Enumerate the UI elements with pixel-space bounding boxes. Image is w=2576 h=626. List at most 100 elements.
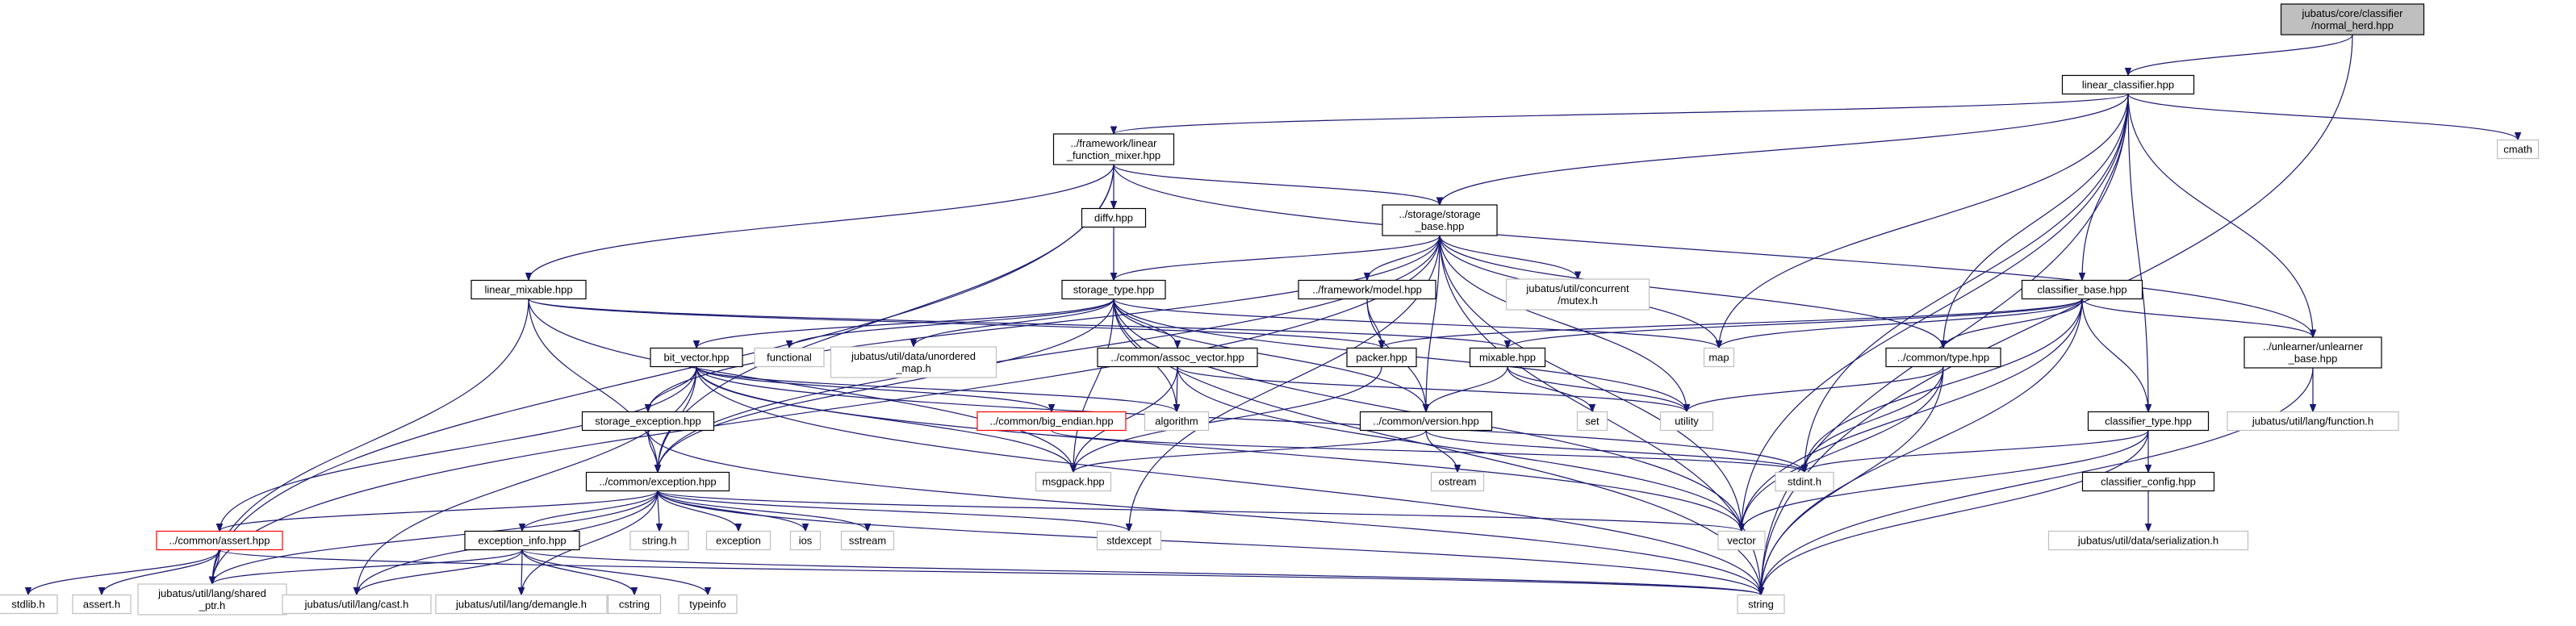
node-common-type[interactable]: ../common/type.hpp [1885,347,2001,368]
node-label: ../common/type.hpp [1897,352,1989,364]
node-stdlib: stdlib.h [0,594,58,615]
node-label: vector [1727,535,1756,547]
node-label: linear_classifier.hpp [2082,79,2174,91]
arrowhead [1436,197,1444,207]
node-box [2244,336,2382,369]
arrowhead [1683,404,1691,413]
edge-storage-base-to-shared-ptr [208,235,1441,586]
node-root[interactable]: jubatus/core/classifier/normal_herd.hpp [2280,3,2425,35]
node-box [1359,411,1493,432]
node-label: ios [799,535,813,547]
node-classifier-type[interactable]: classifier_type.hpp [2087,411,2210,432]
node-bit-vector[interactable]: bit_vector.hpp [650,347,743,368]
node-box [2021,279,2143,300]
edge-line [2127,34,2353,76]
node-common-exception[interactable]: ../common/exception.hpp [585,471,730,492]
edge-storage-base-to-storage-type [1110,235,1441,282]
edge-line [1507,366,1687,412]
edge-mixable-to-utility [1507,366,1691,413]
edge-line [696,366,1805,473]
edge-line [1760,367,2314,595]
node-linear-function-mixer[interactable]: ../framework/linear_function_mixer.hpp [1052,133,1175,165]
edge-storage-exception-to-common-exception [647,430,662,474]
node-exception-info[interactable]: exception_info.hpp [464,530,580,551]
node-label: string [1748,599,1774,611]
edge-line [1113,164,1441,206]
arrowhead [1800,465,1809,474]
node-label: jubatus/util/data/serialization.h [2077,535,2218,547]
node-label: storage_exception.hpp [595,415,701,428]
edge-classifier-base-to-mixable [1503,298,2083,349]
edge-line [528,298,1074,473]
edge-line [1804,430,2149,473]
node-linear-classifier[interactable]: linear_classifier.hpp [2061,74,2195,95]
node-box [1576,411,1608,432]
node-label: classifier_type.hpp [2105,415,2192,428]
edge-assoc-vector-to-utility [1177,365,1691,413]
node-assoc-vector[interactable]: ../common/assoc_vector.hpp [1097,347,1258,368]
edge-line [657,490,1130,532]
arrowhead [1503,340,1512,349]
node-label: ../common/version.hpp [1373,415,1479,428]
node-big-endian[interactable]: ../common/big_endian.hpp [976,411,1127,432]
node-label: typeinfo [689,599,726,611]
edge-mixable-to-set [1507,366,1596,413]
edge-line [1507,366,1593,412]
node-common-assert[interactable]: ../common/assert.hpp [156,530,283,551]
arrowhead [1939,340,1947,349]
edge-linear-classifier-to-cmath [2127,94,2522,141]
node-unordered-map: jubatus/util/data/unordered_map.h [830,346,997,378]
node-box [1382,204,1498,236]
arrowhead [1110,273,1118,282]
node-label: algorithm [1155,415,1198,428]
node-label: jubatus/util/lang/demangle.h [455,599,587,611]
arrowhead [1574,271,1582,281]
node-label: ../framework/model.hpp [1312,284,1422,296]
arrowhead [1738,524,1746,532]
edge-line [2127,94,2149,412]
arrowhead [655,524,663,532]
node-box [282,594,432,615]
node-label: ../storage/storage [1399,208,1480,220]
node-set: set [1576,411,1608,432]
edge-line [2081,298,2149,412]
node-box [976,411,1127,432]
edge-line [211,549,523,585]
node-demangle: jubatus/util/lang/demangle.h [435,594,608,615]
node-box [2081,471,2215,492]
node-storage-exception[interactable]: storage_exception.hpp [581,411,715,432]
node-storage-base[interactable]: ../storage/storage_base.hpp [1382,204,1498,236]
node-label: /mutex.h [1558,294,1598,307]
node-box [470,279,587,300]
node-box [830,346,997,378]
node-label: map [1708,352,1729,364]
edge-line [219,366,697,532]
node-packer[interactable]: packer.hpp [1346,347,1417,368]
edge-line [1741,430,2149,532]
node-ios: ios [789,530,822,551]
edge-bit-vector-to-stdint [696,366,1809,474]
arrowhead [215,524,224,532]
node-utility: utility [1659,411,1714,432]
node-mixable[interactable]: mixable.hpp [1469,347,1546,368]
node-storage-type[interactable]: storage_type.hpp [1061,279,1166,300]
node-label: bit_vector.hpp [664,352,730,364]
node-unlearner-base[interactable]: ../unlearner/unlearner_base.hpp [2244,336,2382,369]
edge-unlearner-base-to-string [1757,367,2314,596]
edge-line [1741,94,2129,532]
node-box [464,530,580,551]
node-diffv[interactable]: diffv.hpp [1081,207,1147,228]
node-functional: functional [754,347,825,368]
node-classifier-config[interactable]: classifier_config.hpp [2081,471,2215,492]
edge-common-exception-to-exception [657,490,742,532]
node-classifier-base[interactable]: classifier_base.hpp [2021,279,2143,300]
node-box [1737,594,1785,615]
edge-line [696,365,1177,413]
arrowhead [910,339,918,348]
edge-common-assert-to-string [219,549,1765,596]
node-common-version[interactable]: ../common/version.hpp [1359,411,1493,432]
node-linear-mixable[interactable]: linear_mixable.hpp [470,279,587,300]
node-box [1298,279,1436,300]
node-framework-model[interactable]: ../framework/model.hpp [1298,279,1436,300]
edge-common-version-to-ostream [1425,430,1462,474]
